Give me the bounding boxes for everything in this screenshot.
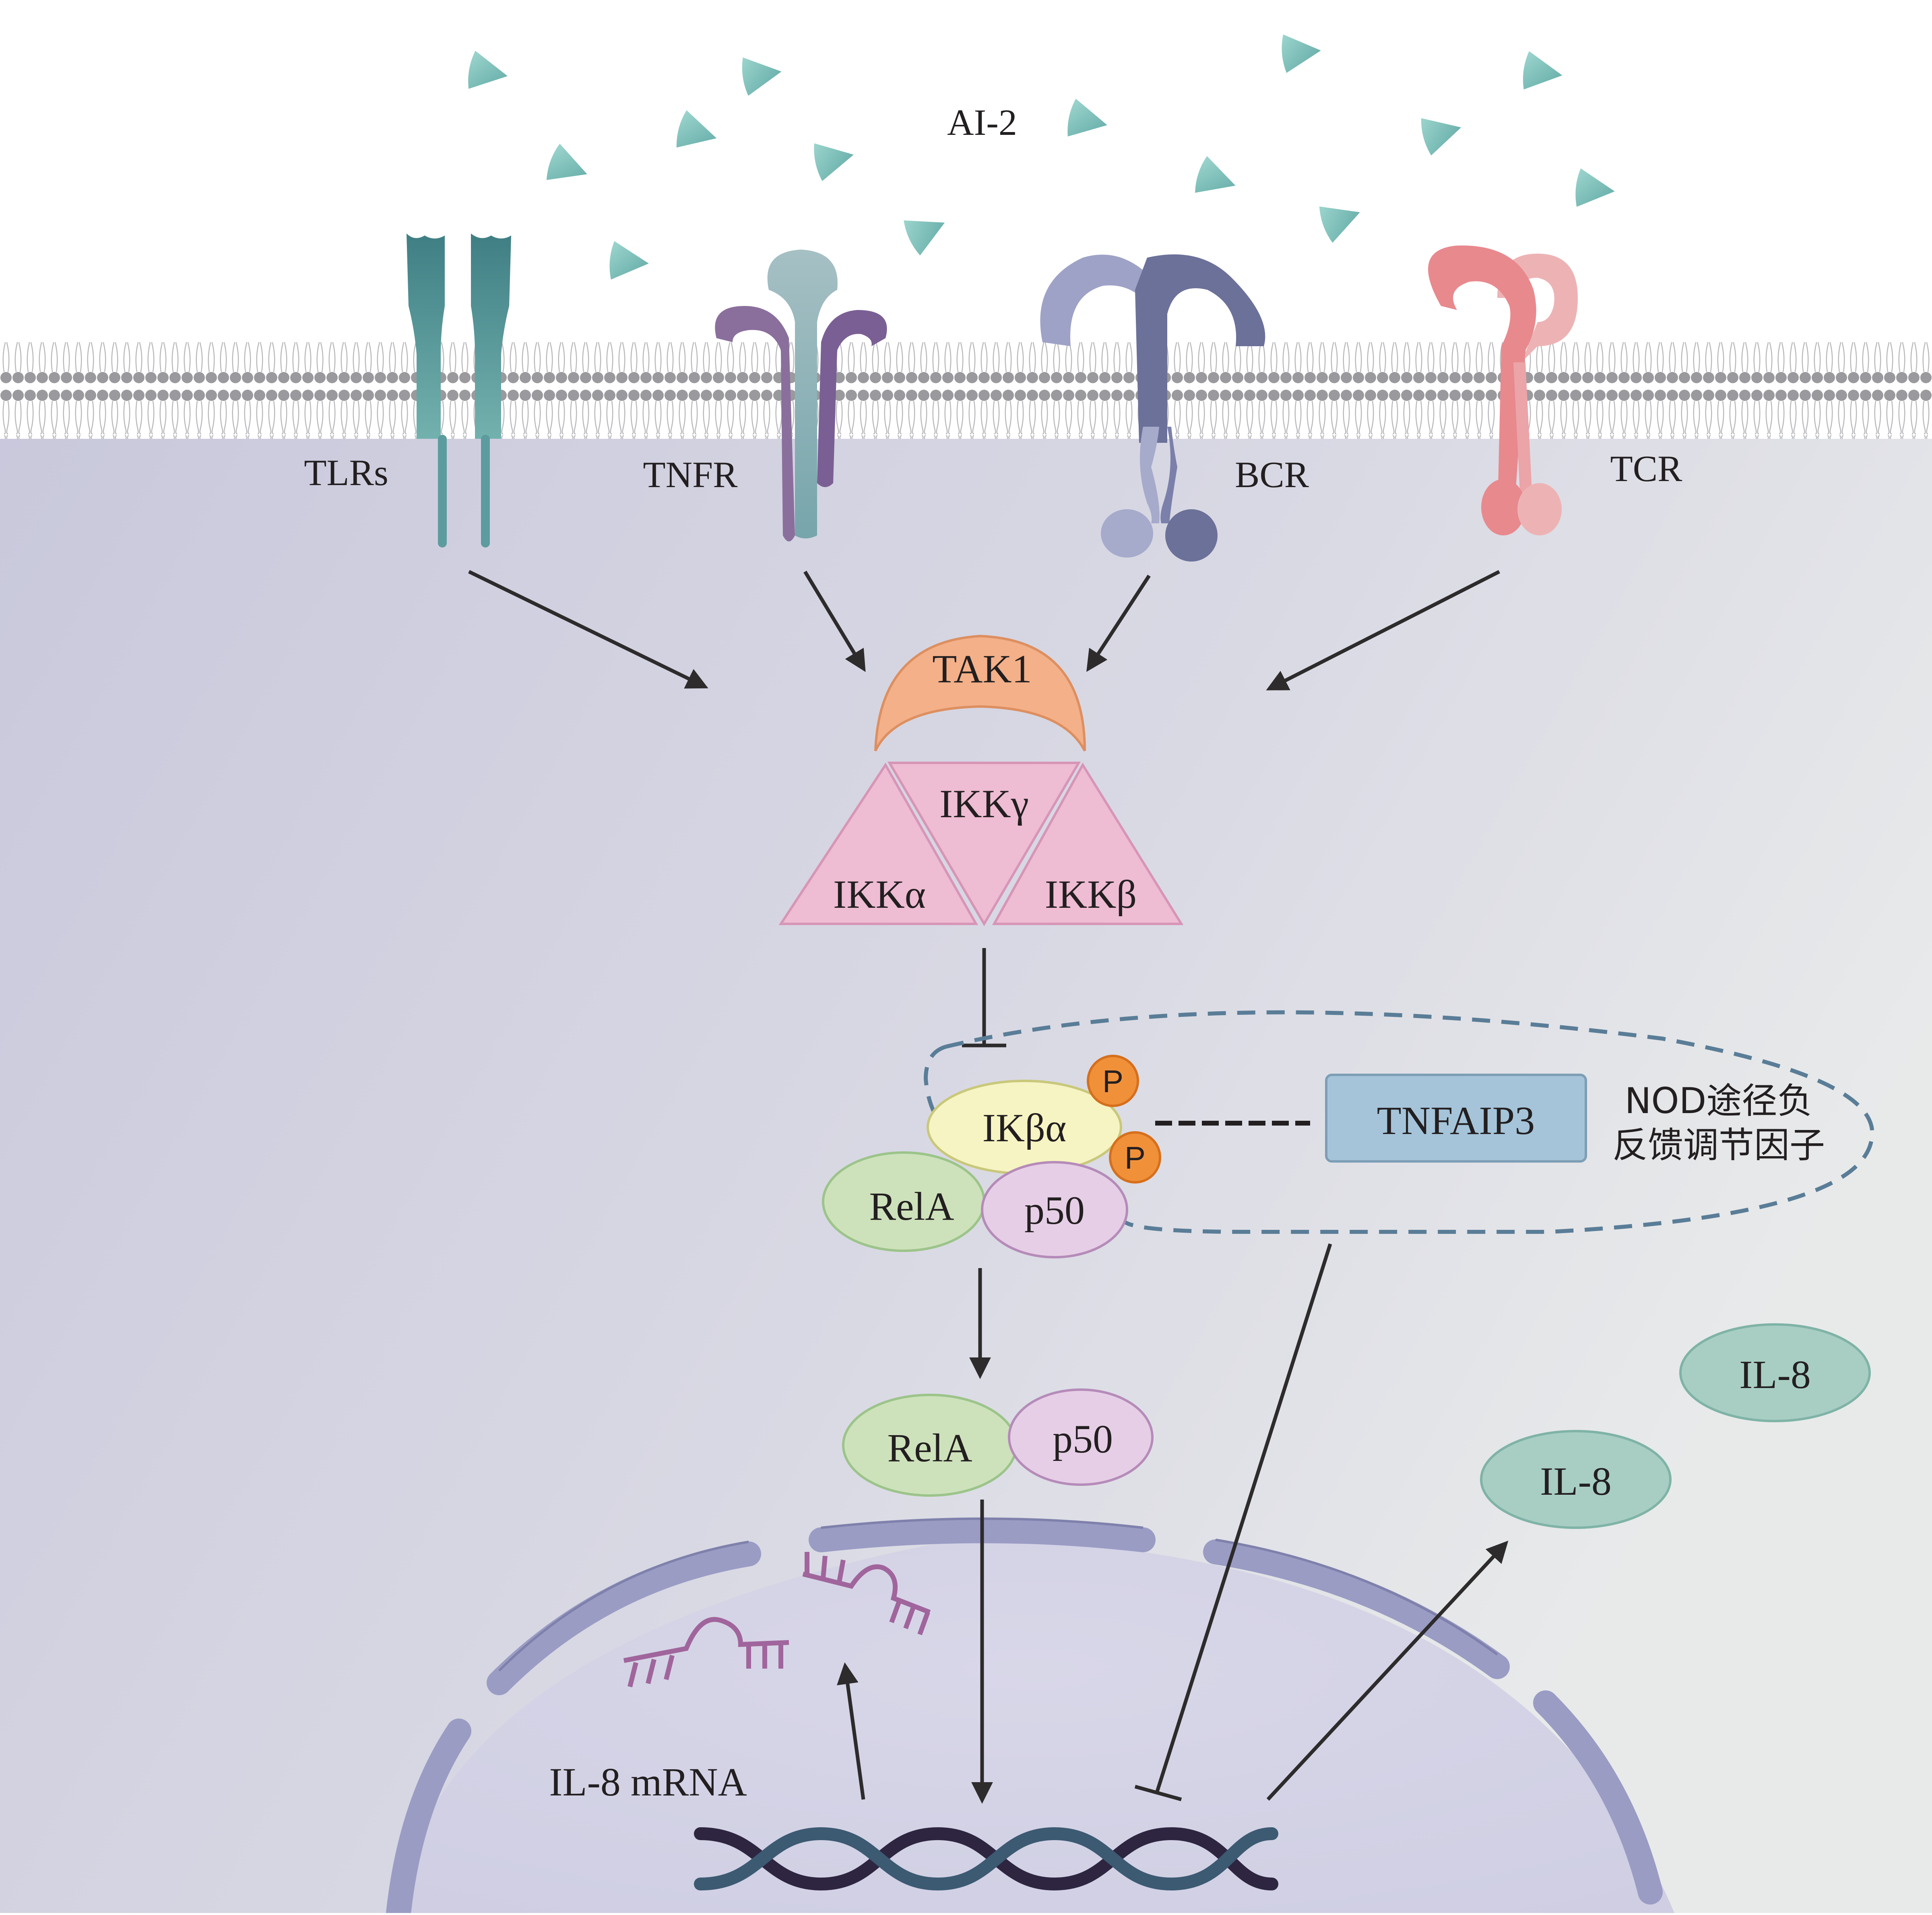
ai2-molecule [676,110,717,148]
ikk-complex: TAK1 IKKα IKKβ IKKγ [778,634,1184,926]
secreted-il8-group: IL-8 IL-8 [1480,1323,1871,1529]
tnfr-label: TNFR [643,454,738,495]
ikba-label: IKβα [983,1105,1067,1150]
nod-note-line1: NOD途径负 [1625,1080,1813,1122]
ikk-alpha-label: IKKα [833,872,926,917]
tak1-shape [874,634,1086,752]
ikk-inhibition-line [962,948,1006,1047]
ikk-gamma-label: IKKγ [939,781,1029,826]
free-rela-label: RelA [887,1425,972,1470]
ai2-molecule [468,51,508,89]
transcription-arrow [837,1662,865,1800]
p50-shape [981,1161,1128,1258]
ai2-molecule [1421,118,1461,156]
tnfaip3-box [1325,1074,1587,1163]
ai2-molecule [742,57,782,96]
il8-label-2: IL-8 [1540,1459,1612,1504]
receptor-activation-arrows [468,570,1501,690]
nuclear-arrows [837,1500,1509,1804]
ikk-beta-shape [992,762,1184,925]
free-p50-label: p50 [1053,1417,1113,1461]
phospho-badge-bottom [1109,1131,1161,1184]
il8-mrna-label: IL-8 mRNA [549,1760,747,1804]
ai2-molecule [609,241,649,280]
ai2-molecule [1523,51,1563,90]
p50-label: p50 [1024,1188,1085,1233]
free-p50-shape [1008,1388,1154,1486]
ai2-molecule [814,143,854,181]
tcr-receptor [1428,245,1578,535]
nucleus [386,1517,1674,1915]
nfkb-ikba-complex: RelA IKβα p50 P P [822,1055,1161,1258]
ai2-label: AI-2 [947,102,1017,143]
tnfaip3-label: TNFAIP3 [1377,1098,1535,1143]
tlrs-label: TLRs [304,452,388,493]
tnfaip3-inhibition-line [1134,1243,1332,1801]
tcr-label: TCR [1610,448,1683,489]
ai2-molecule [1282,34,1321,73]
tlr-receptor [407,233,511,547]
ai2-molecule [1067,99,1107,137]
bcr-label: BCR [1235,454,1309,495]
cell-membrane [0,342,1932,439]
phospho-badge-top [1087,1055,1139,1107]
ai2-molecule [1319,206,1360,243]
tak1-label: TAK1 [932,647,1032,691]
ai2-ligand-group [468,34,1615,280]
bcr-receptor [1040,254,1265,562]
free-nfkb-dimer: RelA p50 [842,1388,1154,1497]
il8-protein [1480,1430,1672,1529]
ai2-molecule [1195,156,1236,193]
nod-note-line2: 反馈调节因子 [1612,1124,1825,1166]
phospho-label-bottom: P [1125,1140,1146,1175]
ikk-alpha-shape [778,762,978,925]
ikk-beta-label: IKKβ [1045,872,1137,917]
il8-mrna-group [623,1552,931,1688]
ai2-molecule [1575,168,1615,207]
il8-protein [1679,1323,1871,1422]
ikk-gamma-shape [887,762,1081,926]
il8-label-1: IL-8 [1739,1352,1811,1397]
tnfr-receptor [715,250,887,541]
dna-helix [694,1827,1278,1891]
nuclear-envelope [386,1518,1663,1915]
ai2-molecule [546,143,587,180]
phospho-label-top: P [1102,1064,1123,1099]
ai2-molecule [904,220,945,256]
secretion-arrow [1266,1541,1509,1801]
nod-pathway-boundary [945,1010,1874,1234]
rela-label: RelA [869,1184,954,1229]
